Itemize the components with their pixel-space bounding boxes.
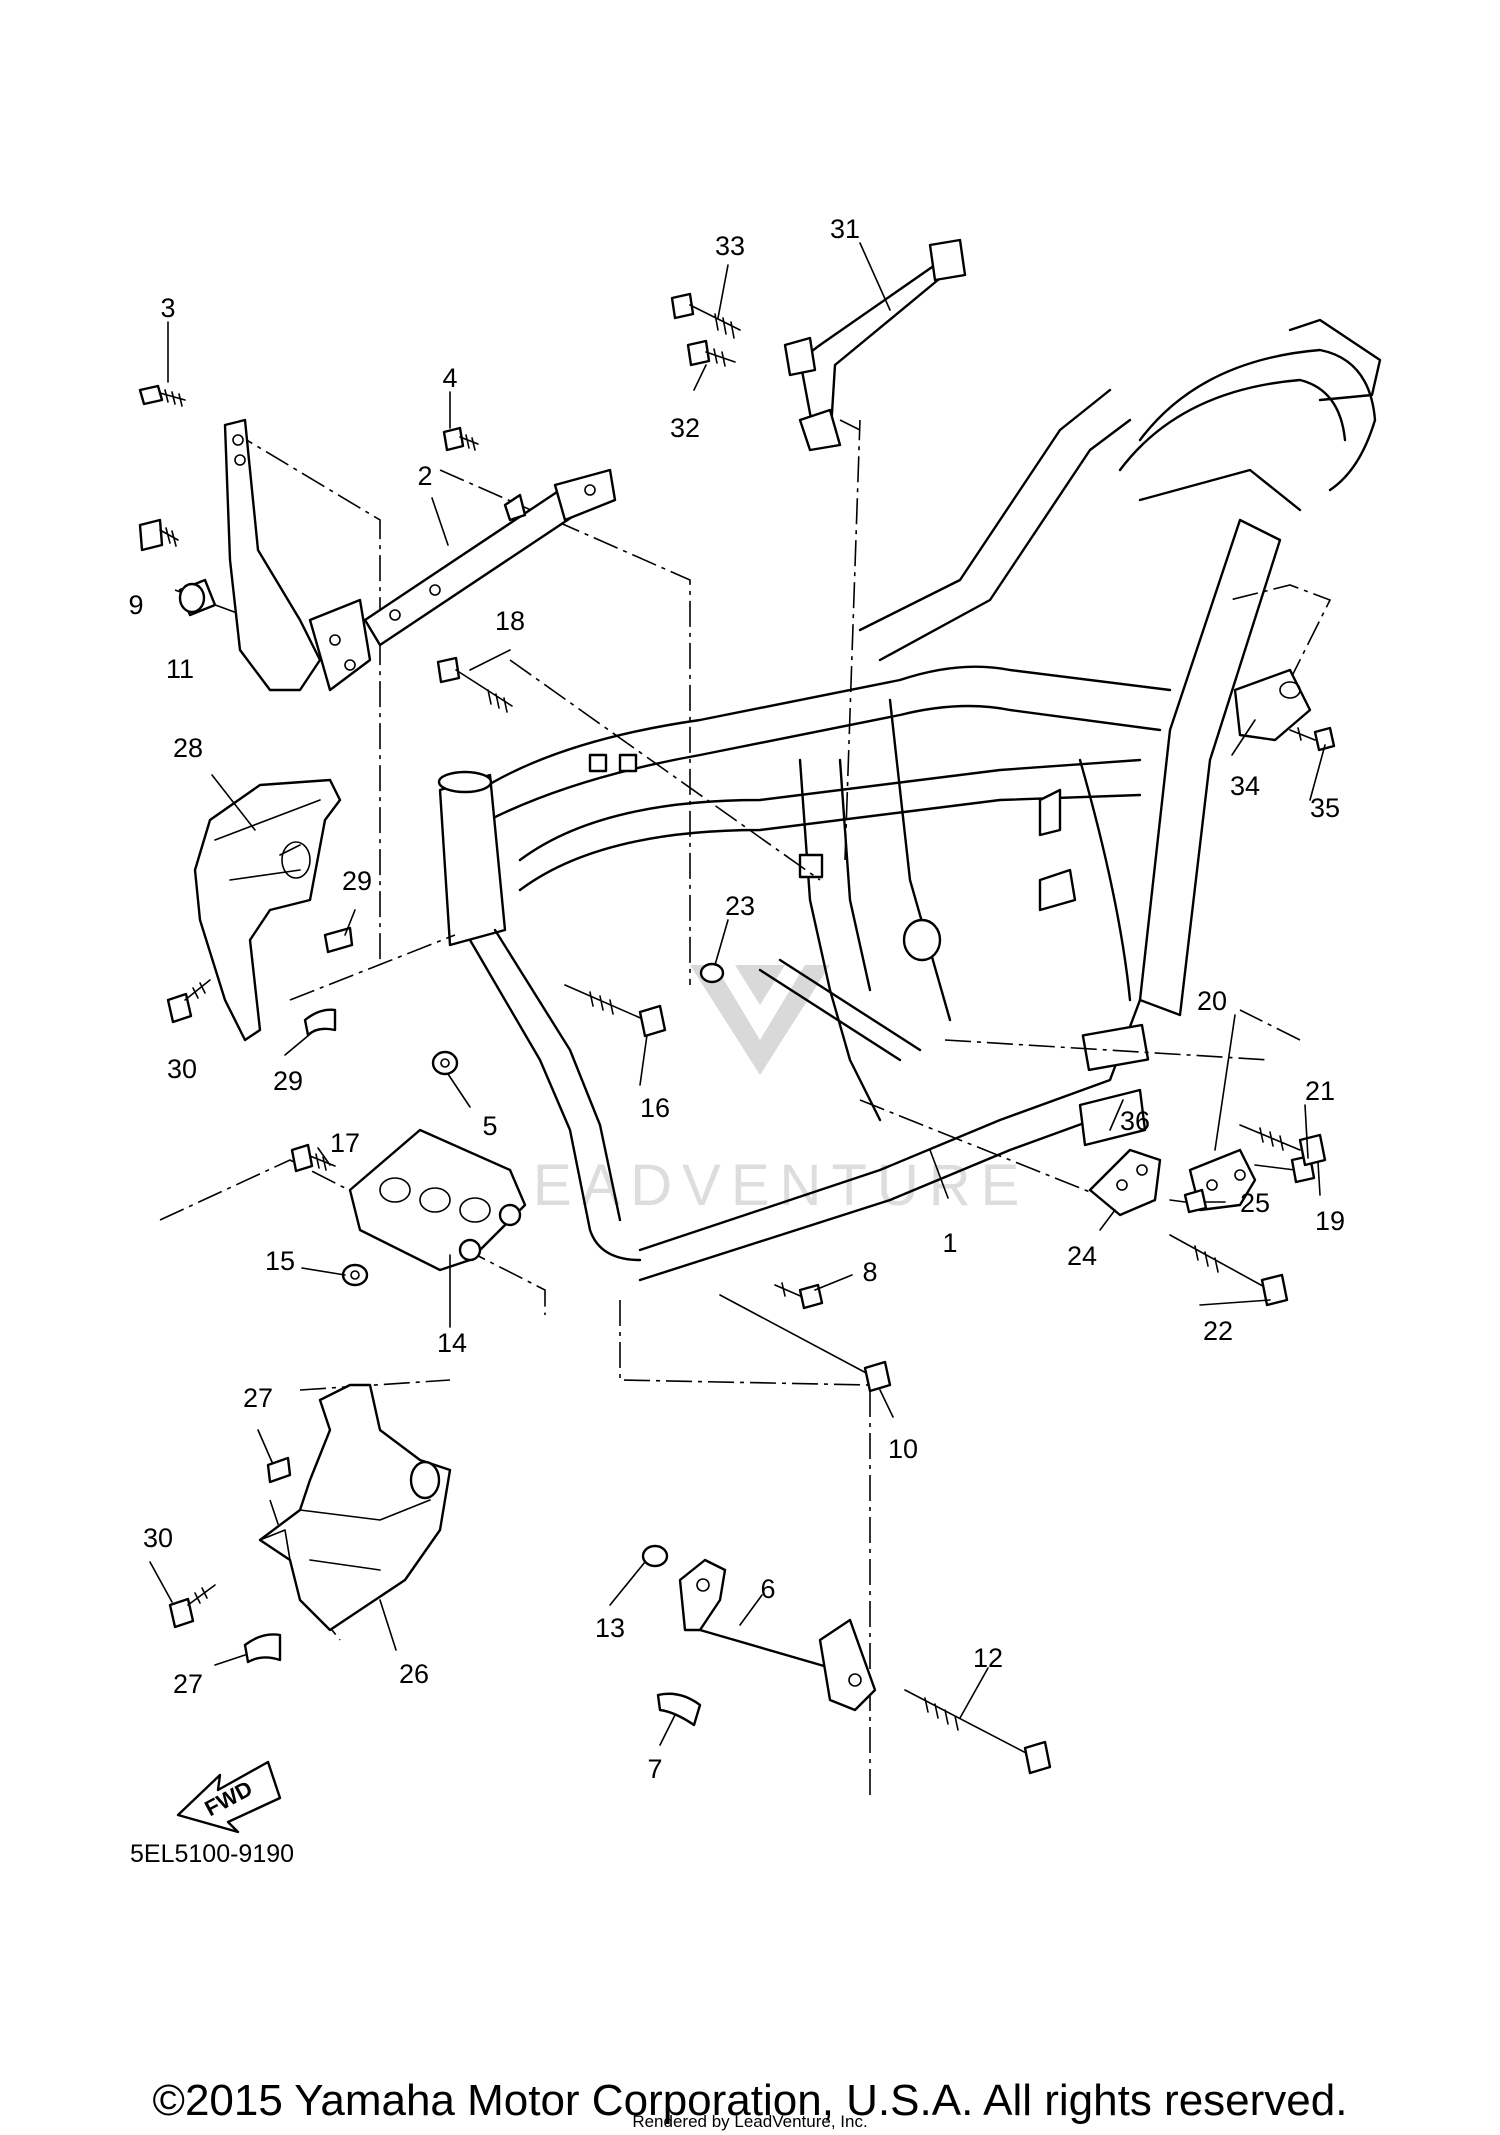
callout-36: 36 [1120,1106,1150,1136]
callout-25: 25 [1240,1188,1270,1218]
collar-11 [178,578,217,617]
part-lower-cover-26 [258,1383,452,1632]
nut-15 [341,1263,369,1287]
label-36 [1078,1088,1147,1147]
callout-3: 3 [160,293,175,323]
cushion-29a [323,926,354,954]
callout-23: 23 [725,891,755,921]
bolt-12 [904,1689,1052,1775]
part-front-cover-28 [193,778,342,1042]
callout-7: 7 [647,1754,662,1784]
callout-34: 34 [1230,771,1260,801]
fwd-arrow [176,1760,282,1834]
callout-6: 6 [760,1574,775,1604]
part-front-bracket-arm [223,418,372,692]
cushion-27a [266,1456,292,1484]
callout-4: 4 [442,363,457,393]
cushion-27b [243,1633,282,1664]
callout-17: 17 [330,1128,360,1158]
bolt-33 [670,292,741,339]
callout-30b: 30 [143,1523,173,1553]
part-upper-stay [363,468,617,647]
collar-23 [699,962,725,984]
cushion-7 [656,1692,702,1727]
bolt-32 [686,339,736,367]
callout-1: 1 [942,1228,957,1258]
callout-21: 21 [1305,1076,1335,1106]
copyright-notice: ©2015 Yamaha Motor Corporation, U.S.A. A… [152,2076,1348,2125]
bolt-19 [1239,1124,1327,1167]
callout-33: 33 [715,231,745,261]
nut-5 [431,1050,459,1076]
callout-26: 26 [399,1659,429,1689]
nut-25 [1169,1188,1208,1214]
bolt-17 [290,1143,336,1173]
rendered-by-note: Rendered by LeadVenture, Inc. [632,2112,868,2131]
bolt-10 [719,1294,892,1393]
bolt-30a [166,979,211,1024]
bolt-35 [1289,726,1336,752]
main-frame [437,318,1382,1282]
callout-5: 5 [482,1111,497,1141]
callout-11: 11 [166,654,194,684]
callout-16: 16 [640,1093,670,1123]
callout-24: 24 [1067,1241,1097,1271]
bolt-3 [138,384,186,407]
diagram-part-number: 5EL5100-9190 [130,1840,294,1868]
watermark-text: LEADVENTURE [491,1153,1030,1218]
bolt-9 [138,518,179,552]
part-bracket-6 [678,1558,877,1712]
callout-15: 15 [265,1246,295,1276]
callout-18: 18 [495,606,525,636]
bolt-30b [168,1584,216,1629]
bolt-22 [1169,1234,1289,1307]
collar-13 [641,1544,669,1568]
bolt-8 [774,1282,824,1310]
callout-29b: 29 [273,1066,303,1096]
callout-2: 2 [417,461,432,491]
bolt-18 [436,656,513,713]
bolt-4 [442,426,479,452]
callout-leaders [149,242,1326,1746]
callout-10: 10 [888,1434,918,1464]
callout-29a: 29 [342,866,372,896]
callout-30a: 30 [167,1054,197,1084]
part-engine-mount-14 [348,1128,527,1272]
callout-32: 32 [670,413,700,443]
callout-8: 8 [862,1257,877,1287]
callout-20: 20 [1197,986,1227,1016]
part-rear-stay [783,238,967,452]
cushion-29b [303,1008,337,1037]
bolt-16 [564,984,667,1038]
part-plate-24 [1088,1148,1162,1217]
callout-14: 14 [437,1328,467,1358]
callout-22: 22 [1203,1316,1233,1346]
callout-31: 31 [830,214,860,244]
callout-9: 9 [128,590,143,620]
callout-27b: 27 [173,1669,203,1699]
callout-28: 28 [173,733,203,763]
callout-13: 13 [595,1613,625,1643]
callout-numbers: 1 2 3 4 5 6 7 8 9 10 11 12 13 14 15 16 1… [128,214,1345,1784]
callout-35: 35 [1310,793,1340,823]
callout-27a: 27 [243,1383,273,1413]
callout-19: 19 [1315,1206,1345,1236]
callout-12: 12 [973,1643,1003,1673]
